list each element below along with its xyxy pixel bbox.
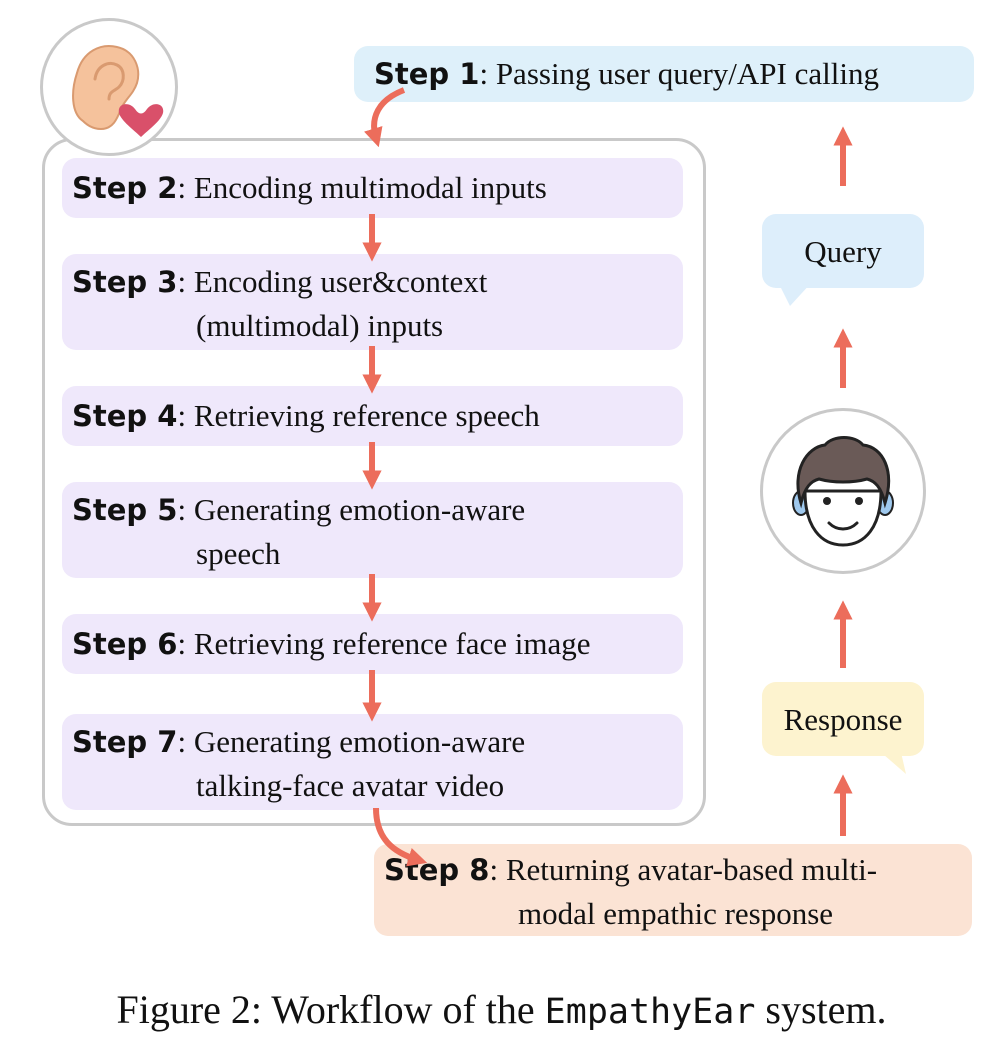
step-7-text-line-2: talking-face avatar video — [196, 768, 505, 803]
step-3-text-line-1: : Encoding user&context — [177, 264, 488, 299]
smiling-face-avatar-icon — [792, 436, 894, 547]
step-8-label: Step 8 — [384, 853, 490, 887]
step-2-box: Step 2: Encoding multimodal inputs — [62, 158, 683, 218]
ear-with-heart-icon — [72, 45, 164, 137]
arrow-step7-to-step8 — [373, 807, 428, 867]
step-5-text-line-1: : Generating emotion-aware — [177, 492, 526, 527]
step-6-box: Step 6: Retrieving reference face image — [62, 614, 683, 674]
ear-icon-circle — [40, 18, 178, 156]
step-3-label: Step 3 — [72, 265, 178, 299]
step-8-text-line-2: modal empathic response — [518, 896, 834, 931]
step-3-text-line-2: (multimodal) inputs — [196, 308, 444, 343]
avatar-circle — [760, 408, 926, 574]
step-8-box: Step 8: Returning avatar-based multi- mo… — [374, 844, 972, 936]
step-5-box: Step 5: Generating emotion-aware speech — [62, 482, 683, 578]
step-1-label: Step 1 — [374, 57, 480, 91]
step-7-text-line-1: : Generating emotion-aware — [177, 724, 526, 759]
step-2-label: Step 2 — [72, 171, 178, 205]
arrow-step1-to-step2 — [364, 87, 406, 148]
figure-caption: Figure 2: Workflow of the EmpathyEar sys… — [0, 986, 1003, 1033]
step-8-text-line-1: : Returning avatar-based multi- — [489, 852, 878, 887]
step-7-label: Step 7 — [72, 725, 178, 759]
caption-system-name: EmpathyEar — [544, 992, 756, 1032]
query-bubble-label: Query — [804, 234, 882, 269]
step-4-text: : Retrieving reference speech — [177, 398, 540, 433]
caption-suffix: system. — [755, 987, 887, 1032]
response-bubble-label: Response — [783, 702, 903, 737]
step-4-label: Step 4 — [72, 399, 178, 433]
step-4-box: Step 4: Retrieving reference speech — [62, 386, 683, 446]
step-1-text: : Passing user query/API calling — [479, 56, 879, 91]
step-1-box: Step 1: Passing user query/API calling — [354, 46, 974, 102]
step-5-label: Step 5 — [72, 493, 178, 527]
step-3-box: Step 3: Encoding user&context (multimoda… — [62, 254, 683, 350]
step-2-text: : Encoding multimodal inputs — [177, 170, 547, 205]
response-bubble: Response — [762, 682, 924, 756]
step-6-label: Step 6 — [72, 627, 178, 661]
step-5-text-line-2: speech — [196, 536, 281, 571]
query-bubble: Query — [762, 214, 924, 288]
caption-prefix: Figure 2: Workflow of the — [116, 987, 545, 1032]
step-7-box: Step 7: Generating emotion-aware talking… — [62, 714, 683, 810]
step-6-text: : Retrieving reference face image — [177, 626, 591, 661]
